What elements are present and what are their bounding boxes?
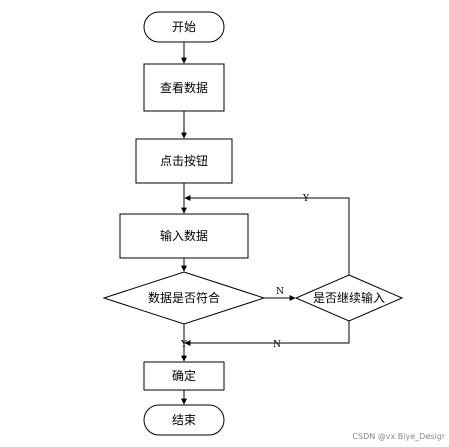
confirm-label: 确定 [172,368,196,383]
continue-no-label: N [273,340,281,350]
view-data-label: 查看数据 [160,80,208,95]
watermark-text: CSDN @vx Biye_Desigr [352,432,445,441]
match-yes-label: Y [180,340,188,350]
continue-input-label: 是否继续输入 [313,290,385,305]
match-no-label: N [276,287,284,297]
edge-continue-yes [184,195,350,275]
start-label: 开始 [172,20,196,34]
edge-continue-no [184,321,350,346]
confirm-node [143,361,225,391]
view-data-node [143,63,225,112]
input-data-node [119,213,249,259]
end-node [143,404,225,436]
continue-yes-label: Y [302,194,310,204]
click-button-label: 点击按钮 [160,153,208,168]
data-match-label: 数据是否符合 [148,290,220,305]
input-data-label: 输入数据 [160,228,208,243]
end-label: 结束 [172,413,196,427]
